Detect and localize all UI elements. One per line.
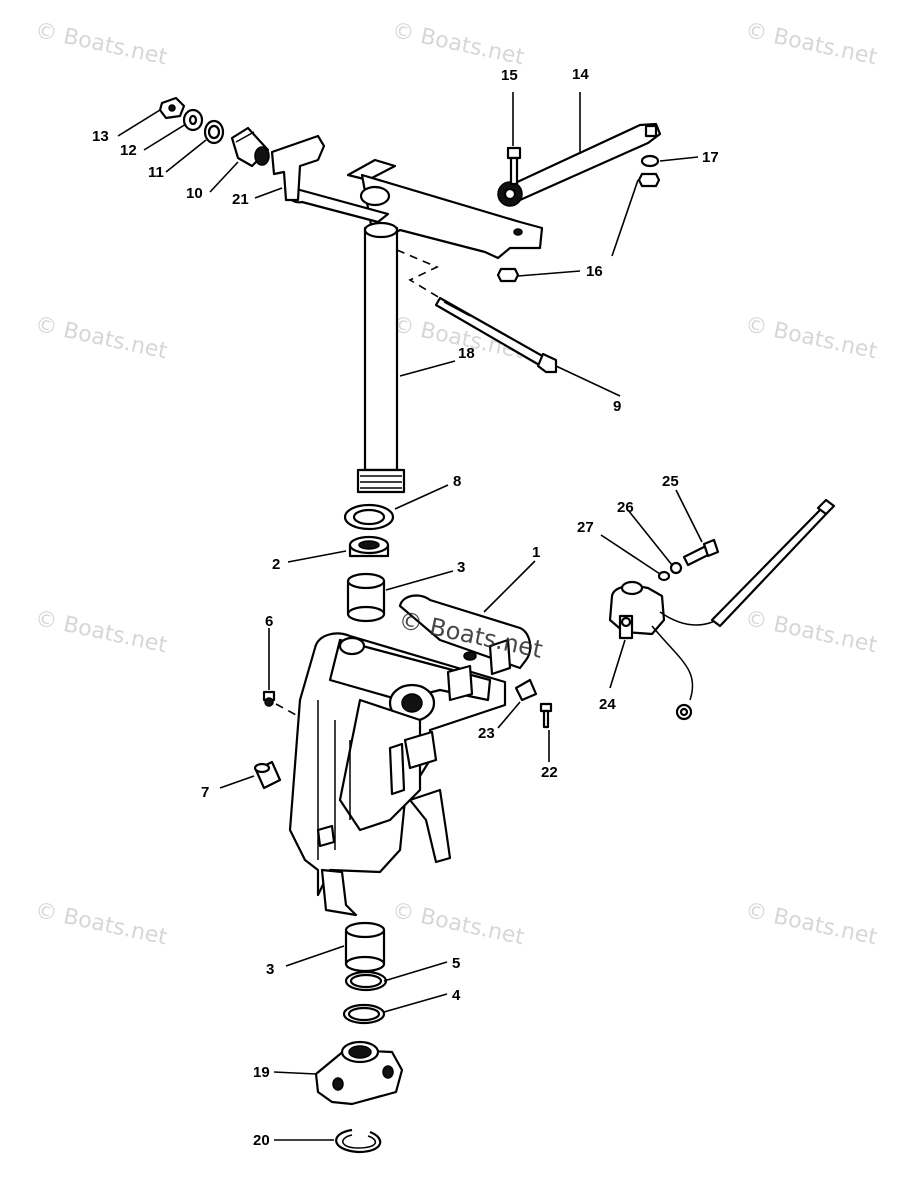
part-5-ring[interactable]: [344, 970, 388, 992]
part-23-clip[interactable]: [514, 678, 538, 702]
part-7-bushing[interactable]: [253, 760, 282, 790]
assembly-line: [275, 703, 299, 717]
callout-13: 13: [92, 128, 109, 145]
callout-20: 20: [253, 1132, 270, 1149]
callout-14: 14: [572, 66, 589, 83]
callout-18: 18: [458, 345, 475, 362]
callout-24: 24: [599, 696, 616, 713]
callouts: 1 2 3 3 4 5 6 7 8 9 10 11 12 13 14 15 16…: [92, 66, 719, 1149]
callout-6: 6: [265, 613, 273, 630]
callout-9: 9: [613, 398, 621, 415]
part-26-washer[interactable]: [669, 561, 683, 575]
part-24-switch[interactable]: [608, 498, 836, 721]
part-9-bolt[interactable]: [434, 296, 558, 374]
part-15-bolt[interactable]: [506, 146, 522, 186]
callout-5: 5: [452, 955, 460, 972]
part-13-nut[interactable]: [158, 96, 186, 120]
part-18-steering-tube[interactable]: [287, 158, 544, 494]
part-27-washer[interactable]: [657, 570, 671, 582]
callout-8: 8: [453, 473, 461, 490]
callout-1: 1: [532, 544, 540, 561]
part-19-steering-yoke[interactable]: [314, 1040, 404, 1106]
callout-17: 17: [702, 149, 719, 166]
part-25-screw[interactable]: [682, 538, 720, 567]
part-8-washer[interactable]: [343, 503, 395, 531]
callout-12: 12: [120, 142, 137, 159]
part-20-snap-ring[interactable]: [335, 1128, 382, 1154]
part-2-seal[interactable]: [348, 535, 390, 558]
callout-23: 23: [478, 725, 495, 742]
callout-16: 16: [586, 263, 603, 280]
callout-10: 10: [186, 185, 203, 202]
callout-25: 25: [662, 473, 679, 490]
callout-2: 2: [272, 556, 280, 573]
callout-4: 4: [452, 987, 461, 1004]
callout-27: 27: [577, 519, 594, 536]
assembly-line: [396, 249, 441, 299]
part-10-bushing[interactable]: [230, 126, 270, 168]
callout-26: 26: [617, 499, 634, 516]
part-22-screw[interactable]: [539, 702, 553, 729]
callout-19: 19: [253, 1064, 270, 1081]
callout-3: 3: [457, 559, 465, 576]
part-16-nut[interactable]: [496, 172, 661, 283]
part-6-grease-fitting[interactable]: [262, 690, 276, 707]
part-1-swivel-bracket[interactable]: [288, 594, 532, 917]
callout-21: 21: [232, 191, 249, 208]
part-17-washer[interactable]: [640, 154, 660, 168]
part-12-washer[interactable]: [182, 108, 204, 132]
callout-15: 15: [501, 67, 518, 84]
callout-3: 3: [266, 961, 274, 978]
part-21-plate[interactable]: [270, 134, 326, 202]
callout-22: 22: [541, 764, 558, 781]
part-3-bushing-lower[interactable]: [344, 921, 386, 973]
part-3-bushing-upper[interactable]: [346, 572, 386, 623]
part-11-ring[interactable]: [203, 119, 225, 145]
part-4-ring[interactable]: [342, 1003, 386, 1025]
callout-7: 7: [201, 784, 209, 801]
part-14-steering-arm[interactable]: [497, 122, 662, 207]
callout-11: 11: [148, 164, 164, 181]
leader-lines: [117, 92, 703, 1141]
